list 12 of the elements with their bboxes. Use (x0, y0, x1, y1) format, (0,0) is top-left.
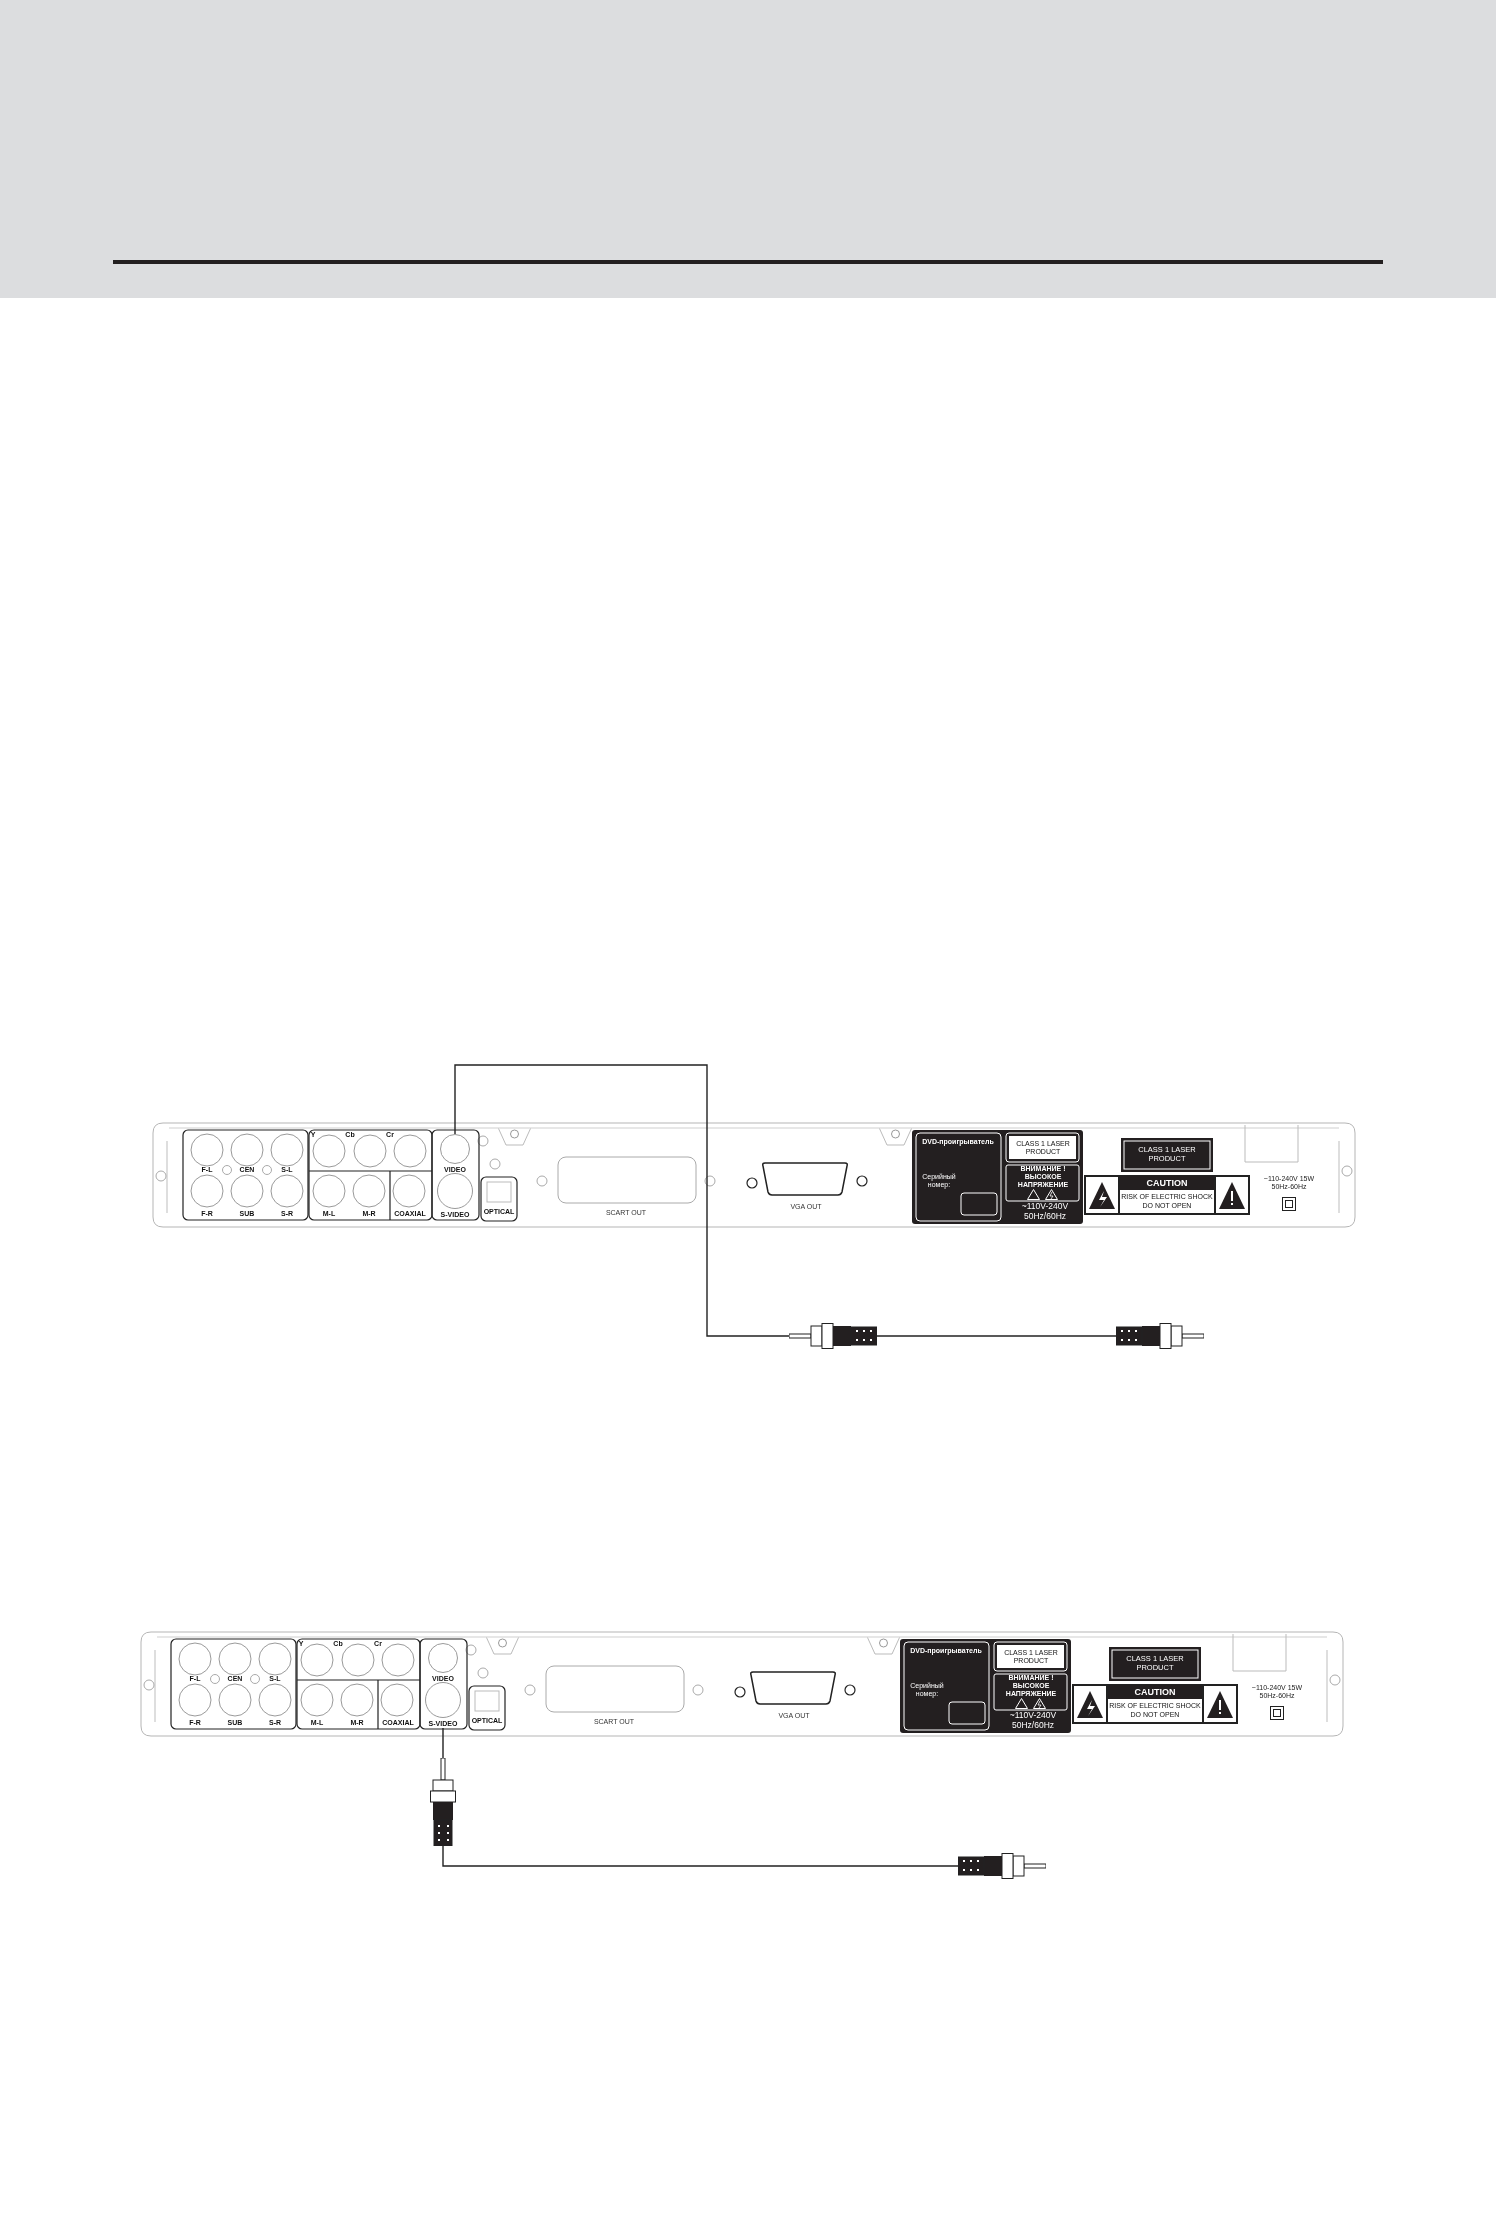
rca-plug (430, 1758, 456, 1846)
rca-plug (958, 1853, 1046, 1879)
panel-label: ~110V-240V 50Hz/60Hz (1020, 1202, 1070, 1222)
cable-line (442, 1727, 444, 1759)
rca-plug (789, 1323, 877, 1349)
panel-label: ~110V-240V 50Hz/60Hz (1008, 1711, 1058, 1731)
panel-label: CAUTION (1133, 1686, 1177, 1698)
cable-line (876, 1335, 1117, 1337)
rca-plug (1116, 1323, 1204, 1349)
cable-line (442, 1845, 959, 1867)
cable-line (454, 1064, 790, 1337)
panel-label: CAUTION (1145, 1177, 1189, 1189)
